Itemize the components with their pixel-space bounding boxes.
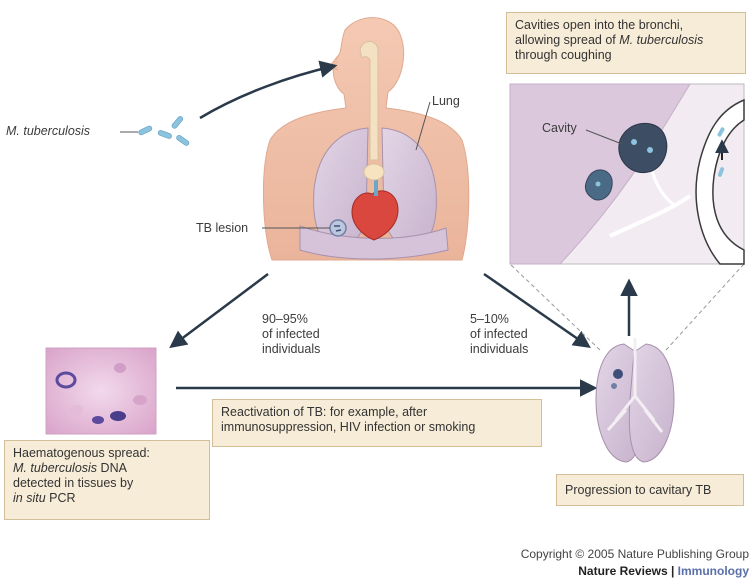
latent-percentage-value: 90–95% [262,312,320,327]
bacteria-cluster [138,115,190,146]
copyright-notice: Copyright © 2005 Nature Publishing Group [521,547,749,561]
cavity-zoom-panel [510,84,744,264]
reactivation-caption-line2: immunosuppression, HIV infection or smok… [221,420,533,435]
progression-percentage: 5–10% of infected individuals [470,312,528,357]
inhalation-arrow [200,66,334,118]
haematogenous-caption-box: Haematogenous spread: M. tuberculosis DN… [4,440,210,520]
human-torso [263,18,468,260]
cavity-shape [619,123,667,172]
cavities-caption-line1: Cavities open into the bronchi, [515,18,737,33]
tb-lesion-shape [330,220,346,236]
journal-separator: | [668,564,678,578]
progression-caption-text: Progression to cavitary TB [565,483,735,498]
progression-percentage-line1: of infected [470,327,528,342]
latent-percentage-line1: of infected [262,327,320,342]
journal-name: Nature Reviews [578,564,667,578]
progression-caption-box: Progression to cavitary TB [556,474,744,506]
progression-percentage-value: 5–10% [470,312,528,327]
mtb-label: M. tuberculosis [6,124,90,139]
cavities-caption-line2: allowing spread of M. tuberculosis [515,33,737,48]
cavity-label: Cavity [542,121,577,136]
reactivation-caption-box: Reactivation of TB: for example, after i… [212,399,542,447]
cavities-caption-line3: through coughing [515,48,737,63]
tissue-slide [46,348,156,434]
haematogenous-caption-line3: detected in tissues by [13,476,201,491]
progression-percentage-line2: individuals [470,342,528,357]
tb-lesion-label: TB lesion [196,221,248,236]
journal-section: Immunology [678,564,749,578]
cavities-caption-box: Cavities open into the bronchi, allowing… [506,12,746,74]
haematogenous-caption-line4: in situ PCR [13,491,201,506]
latent-percentage-line2: individuals [262,342,320,357]
journal-credit: Nature Reviews | Immunology [578,564,749,578]
haematogenous-caption-line1: Haematogenous spread: [13,446,201,461]
haematogenous-caption-line2: M. tuberculosis DNA [13,461,201,476]
reactivation-caption-line1: Reactivation of TB: for example, after [221,405,533,420]
cavitary-lungs [596,338,674,462]
arrow-to-latent [172,274,268,346]
lung-label: Lung [432,94,460,109]
latent-percentage: 90–95% of infected individuals [262,312,320,357]
